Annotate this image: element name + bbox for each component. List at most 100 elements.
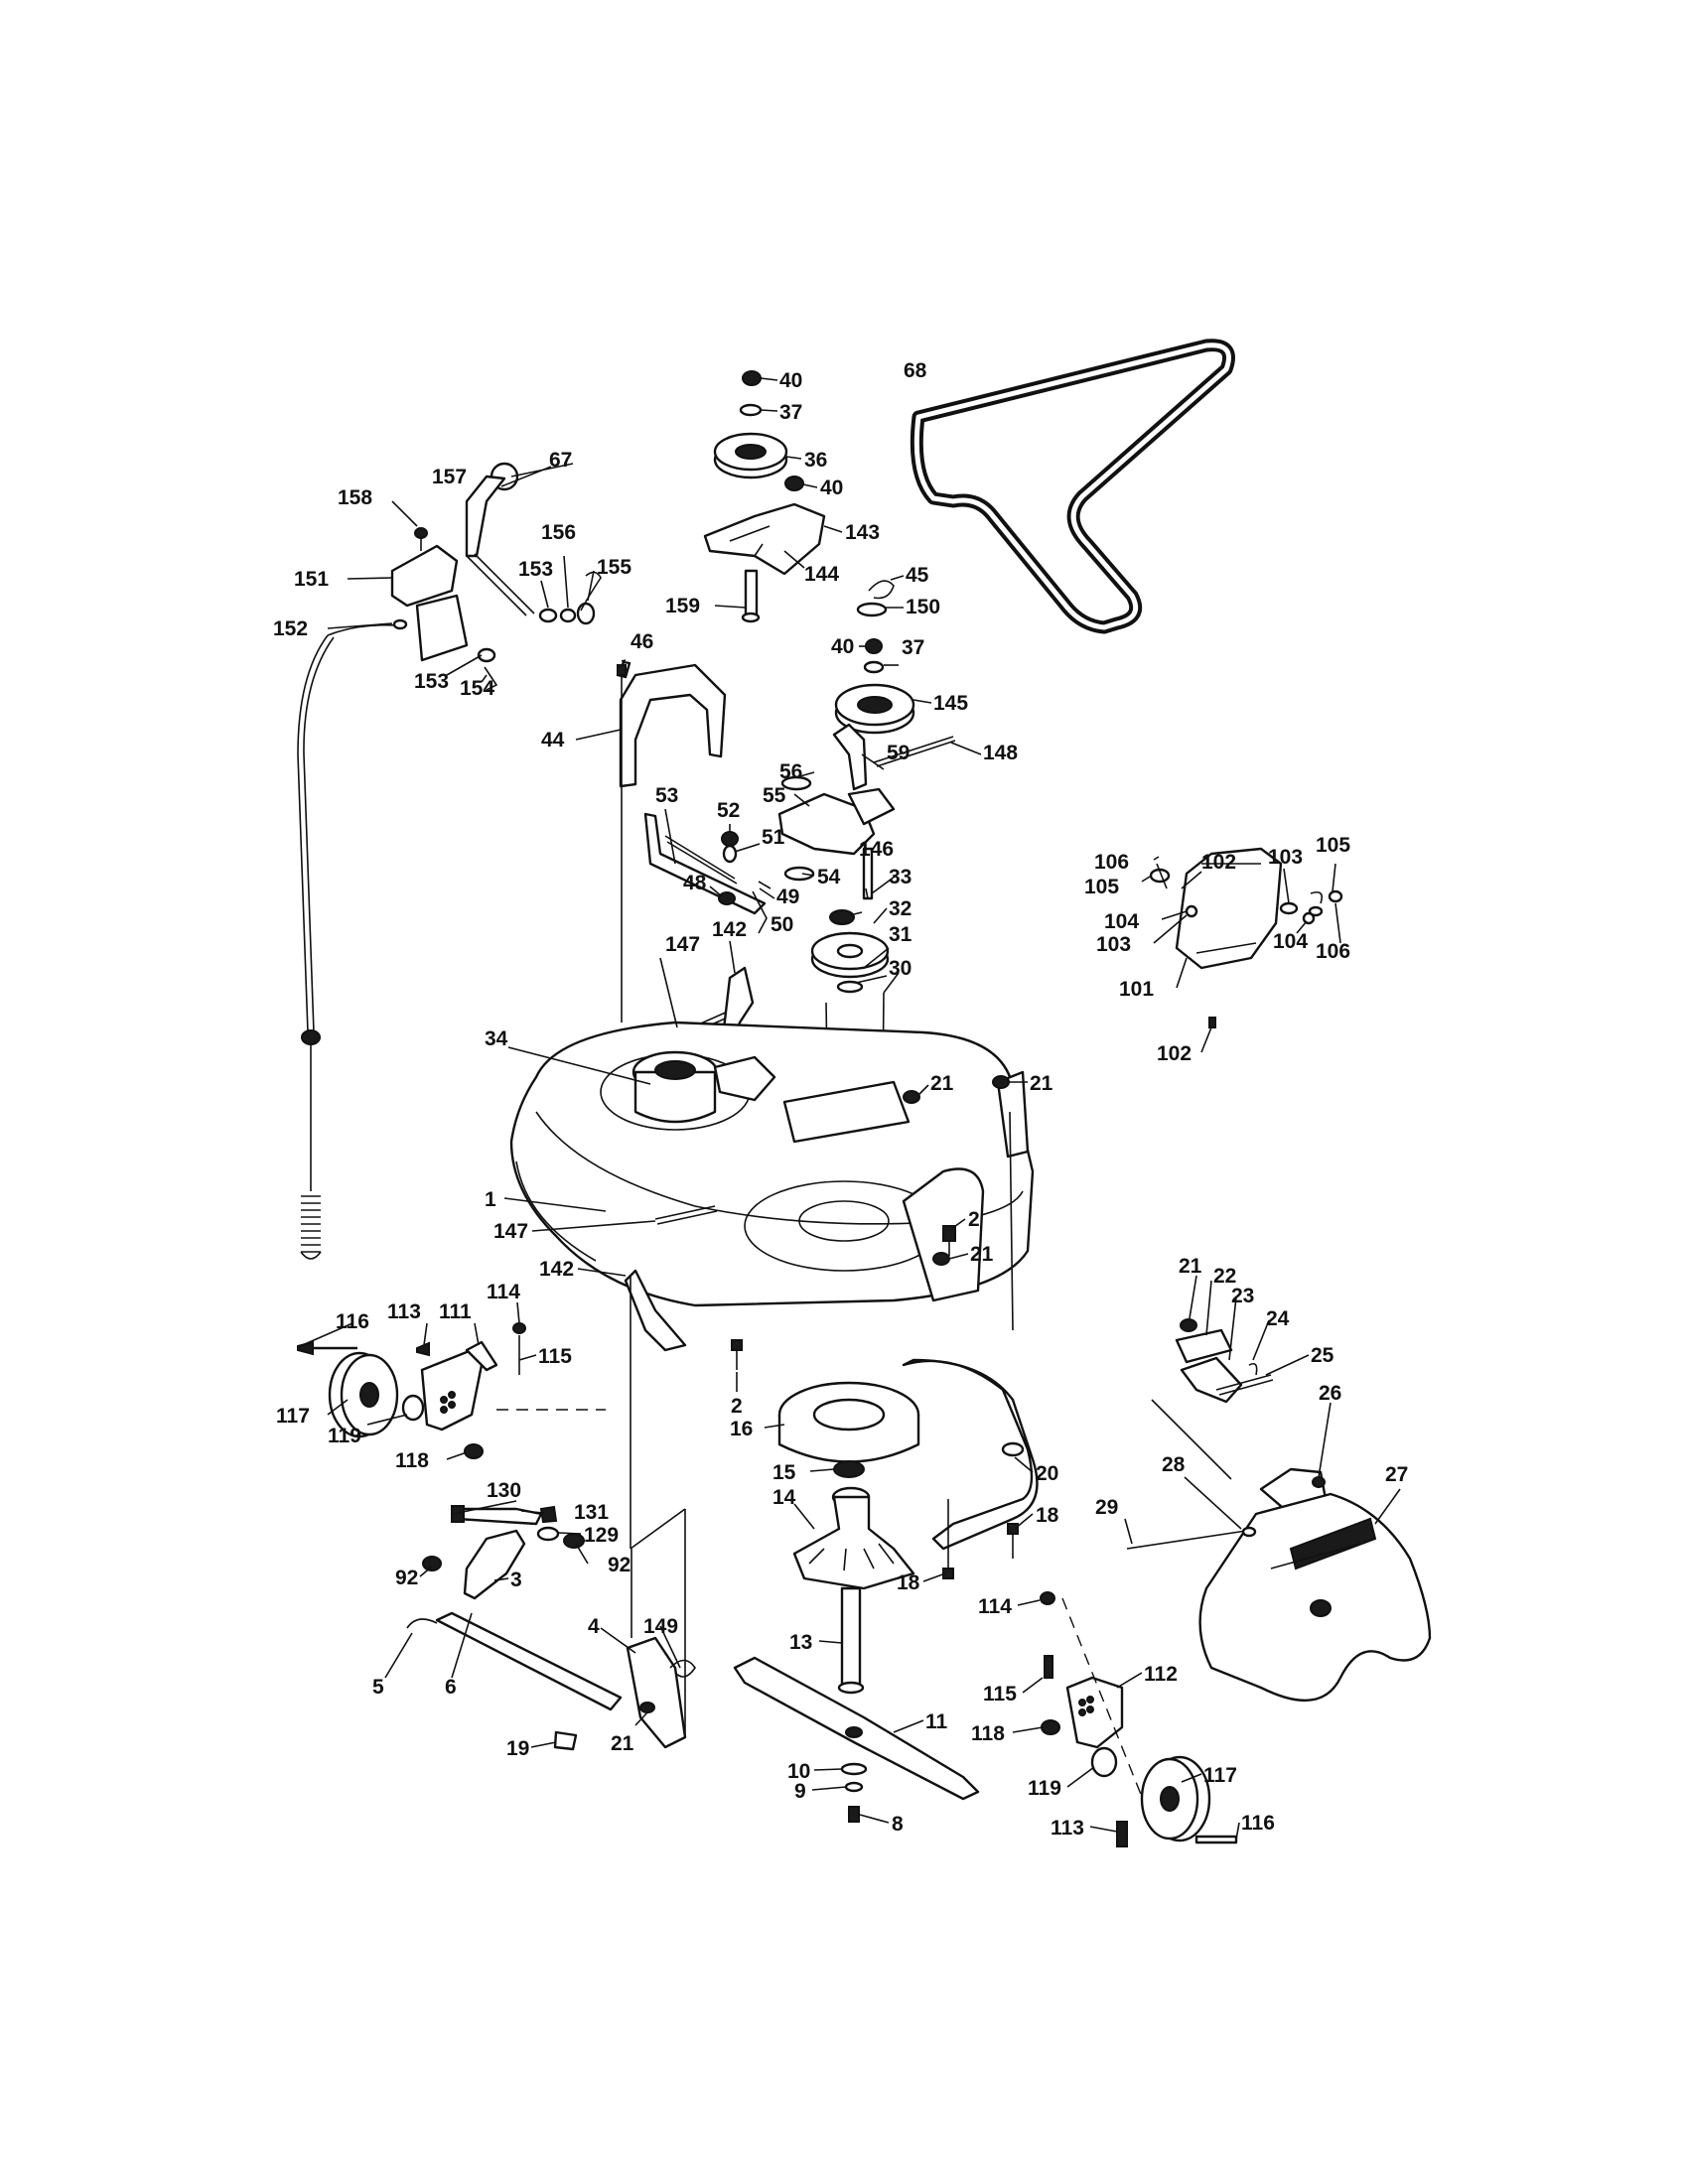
callout-104: 104 xyxy=(1273,930,1308,953)
lift-handle-assembly xyxy=(327,462,602,691)
belt-68 xyxy=(910,339,1235,634)
callout-51: 51 xyxy=(762,826,785,849)
callout-40: 40 xyxy=(820,477,843,499)
callout-147: 147 xyxy=(665,933,700,956)
callout-25: 25 xyxy=(1311,1344,1334,1367)
callout-113: 113 xyxy=(387,1300,421,1323)
callout-116: 116 xyxy=(336,1310,369,1333)
callout-15: 15 xyxy=(772,1461,796,1484)
lower-pulley-stack xyxy=(834,580,915,735)
callout-151: 151 xyxy=(294,568,329,591)
callout-92: 92 xyxy=(608,1554,631,1576)
callout-44: 44 xyxy=(541,729,565,751)
callout-155: 155 xyxy=(597,556,632,579)
idler-bracket-55 xyxy=(777,723,956,900)
callout-2: 2 xyxy=(731,1395,743,1418)
callout-2: 2 xyxy=(968,1208,980,1231)
callout-32: 32 xyxy=(889,897,912,920)
callout-26: 26 xyxy=(1319,1382,1341,1405)
callout-37: 37 xyxy=(902,636,924,659)
callout-117: 117 xyxy=(1203,1764,1237,1787)
callout-52: 52 xyxy=(717,799,740,822)
callout-116: 116 xyxy=(1241,1812,1275,1835)
callout-148: 148 xyxy=(983,742,1018,764)
deck-spindle-34 xyxy=(632,1050,911,1144)
callout-143: 143 xyxy=(845,521,880,544)
callout-150: 150 xyxy=(906,596,940,618)
callout-16: 16 xyxy=(730,1418,753,1440)
callout-21: 21 xyxy=(1179,1255,1202,1278)
callout-3: 3 xyxy=(510,1569,522,1591)
upper-idler-assembly xyxy=(703,370,826,623)
parts-illustration xyxy=(297,339,1432,1847)
callout-21: 21 xyxy=(1030,1072,1053,1095)
callout-159: 159 xyxy=(665,595,700,617)
callout-119: 119 xyxy=(328,1425,361,1447)
callout-112: 112 xyxy=(1144,1663,1178,1686)
callout-30: 30 xyxy=(889,957,912,980)
callout-18: 18 xyxy=(897,1571,920,1594)
right-wheel-assembly xyxy=(1040,1591,1238,1847)
callout-117: 117 xyxy=(276,1405,310,1428)
callout-152: 152 xyxy=(273,617,308,640)
callout-142: 142 xyxy=(712,918,747,941)
callout-56: 56 xyxy=(779,760,802,783)
baffle-20 xyxy=(902,1358,1039,1579)
callout-157: 157 xyxy=(432,466,467,488)
callout-115: 115 xyxy=(538,1345,572,1368)
nuts-21 xyxy=(903,1075,1010,1266)
part-number-callouts: 40 37 36 40 143 144 159 45 150 40 37 145… xyxy=(273,359,1408,1840)
callout-33: 33 xyxy=(889,866,912,888)
callout-11: 11 xyxy=(925,1710,948,1733)
callout-36: 36 xyxy=(804,449,827,472)
callout-48: 48 xyxy=(683,872,707,894)
callout-10: 10 xyxy=(787,1760,810,1783)
callout-144: 144 xyxy=(804,563,839,586)
callout-40: 40 xyxy=(831,635,854,658)
blade-11 xyxy=(733,1656,980,1823)
deflector-101 xyxy=(1149,847,1343,1028)
callout-54: 54 xyxy=(817,866,841,888)
deck-spring-147-lower xyxy=(624,1205,718,1549)
callout-1: 1 xyxy=(485,1188,496,1211)
callout-153: 153 xyxy=(414,670,449,693)
callout-20: 20 xyxy=(1036,1462,1058,1485)
callout-59: 59 xyxy=(887,742,910,764)
callout-9: 9 xyxy=(794,1780,806,1803)
callout-27: 27 xyxy=(1385,1463,1408,1486)
callout-111: 111 xyxy=(439,1300,472,1323)
callout-103: 103 xyxy=(1096,933,1131,956)
callout-119: 119 xyxy=(1028,1777,1061,1800)
callout-118: 118 xyxy=(971,1722,1005,1745)
callout-18: 18 xyxy=(1036,1504,1059,1527)
discharge-chute-27 xyxy=(1126,1467,1432,1703)
callout-8: 8 xyxy=(892,1813,904,1836)
callout-67: 67 xyxy=(549,449,572,472)
callout-49: 49 xyxy=(776,886,799,908)
callout-149: 149 xyxy=(643,1615,678,1638)
cable-152 xyxy=(297,634,335,1260)
callout-130: 130 xyxy=(487,1479,521,1502)
callout-115: 115 xyxy=(983,1683,1017,1706)
callout-129: 129 xyxy=(584,1524,619,1547)
callout-142: 142 xyxy=(539,1258,574,1281)
callout-156: 156 xyxy=(541,521,576,544)
callout-105: 105 xyxy=(1084,876,1119,898)
callout-40: 40 xyxy=(779,369,802,392)
callout-23: 23 xyxy=(1231,1285,1254,1307)
callout-146: 146 xyxy=(859,838,894,861)
callout-145: 145 xyxy=(933,692,968,715)
callout-154: 154 xyxy=(460,677,494,700)
left-wheel-assembly xyxy=(297,1322,606,1459)
callout-118: 118 xyxy=(395,1449,429,1472)
callout-131: 131 xyxy=(574,1501,609,1524)
callout-92: 92 xyxy=(395,1567,418,1589)
spring-arm-53 xyxy=(643,812,768,934)
bolts-2 xyxy=(731,1225,956,1370)
callout-50: 50 xyxy=(771,913,793,936)
callout-34: 34 xyxy=(485,1027,508,1050)
callout-45: 45 xyxy=(906,564,929,587)
callout-19: 19 xyxy=(506,1737,529,1760)
callout-105: 105 xyxy=(1316,834,1350,857)
